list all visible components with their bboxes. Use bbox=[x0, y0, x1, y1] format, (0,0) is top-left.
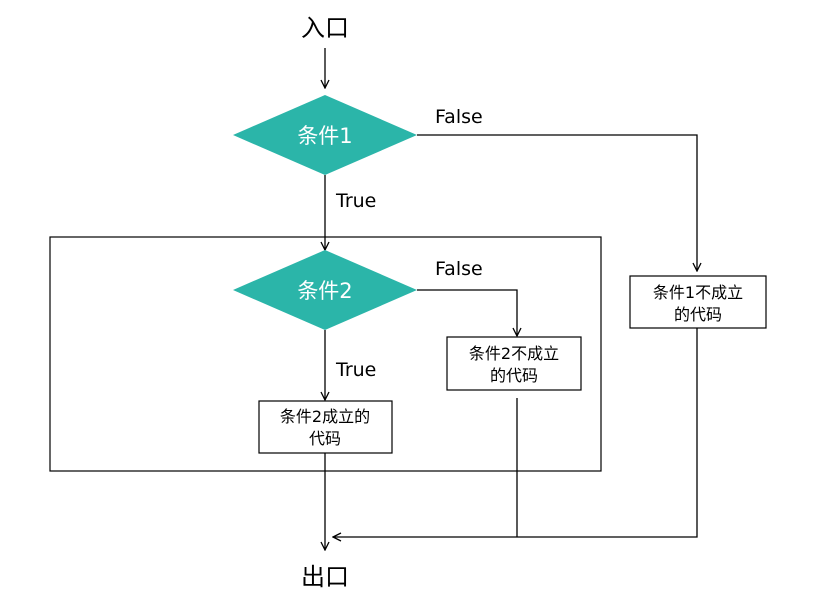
cond2-true-box-line1: 条件2成立的 bbox=[280, 407, 370, 426]
condition1-true-label: True bbox=[335, 190, 376, 212]
condition2-label: 条件2 bbox=[297, 279, 352, 303]
cond1-false-box-line2: 的代码 bbox=[674, 305, 722, 324]
cond1-false-box-line1: 条件1不成立 bbox=[653, 283, 743, 302]
exit-label: 出口 bbox=[301, 563, 349, 591]
condition1-label: 条件1 bbox=[297, 124, 352, 148]
condition2-true-label: True bbox=[335, 359, 376, 381]
condition1-false-arrow bbox=[417, 134, 697, 271]
entry-label: 入口 bbox=[301, 14, 349, 42]
cond2-false-box bbox=[446, 336, 582, 391]
cond1-false-box bbox=[629, 275, 767, 329]
cond2-false-box-line1: 条件2不成立 bbox=[469, 344, 559, 363]
cond2-false-box-line2: 的代码 bbox=[490, 366, 538, 385]
condition1-false-label: False bbox=[435, 106, 483, 128]
cond2-true-box-line2: 代码 bbox=[309, 429, 341, 448]
condition2-false-arrow bbox=[417, 289, 517, 336]
condition2-diamond bbox=[233, 250, 417, 330]
condition2-false-label: False bbox=[435, 258, 483, 280]
cond2-true-box bbox=[258, 400, 393, 454]
condition1-diamond bbox=[233, 95, 417, 175]
cond1-false-merge-line bbox=[333, 328, 698, 537]
